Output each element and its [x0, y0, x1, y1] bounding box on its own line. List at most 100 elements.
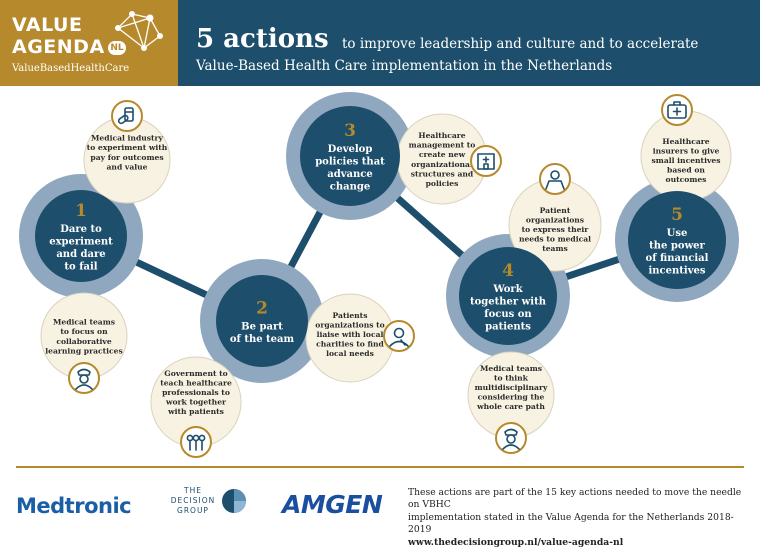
title-rest: to improve leadership and culture and to… — [342, 36, 699, 52]
action-text-line: of the team — [230, 334, 295, 345]
bubble-text-line: local needs — [326, 349, 374, 358]
action-circle — [628, 191, 726, 289]
tdg-line-1: THE — [184, 486, 202, 495]
amgen-logo[interactable]: AMGEN — [282, 490, 383, 519]
action-text-line: patients — [485, 322, 531, 333]
action-text-line: to fail — [64, 262, 97, 273]
action-text-line: advance — [327, 169, 372, 180]
decision-group-mark — [222, 489, 246, 513]
action-circle — [216, 275, 308, 367]
action-number: 3 — [344, 121, 356, 141]
action-text-line: experiment — [49, 237, 113, 248]
action-number: 2 — [256, 299, 268, 319]
bubble-text-line: organizations — [526, 215, 584, 224]
bubble-text-line: considering the — [478, 393, 545, 402]
action-text-line: Work — [492, 284, 523, 295]
bubble-text-line: teams — [542, 244, 568, 253]
bubble-text-line: collaborative — [56, 337, 111, 346]
action-number: 4 — [502, 261, 514, 281]
bubble-text-line: based on — [667, 166, 705, 175]
bubble-text-line: structures and — [411, 169, 474, 178]
bubble-text-line: professionals to — [162, 388, 230, 397]
action-circle — [300, 106, 400, 206]
bubble-text-line: Medical teams — [53, 318, 115, 327]
person-icon — [383, 320, 415, 352]
action-number: 5 — [671, 205, 683, 225]
action-text-line: Use — [667, 228, 688, 239]
action-text-line: the power — [649, 241, 705, 252]
action-text-line: of financial — [646, 253, 709, 264]
bubble-text-line: policies — [426, 179, 459, 188]
bubble-text-line: and value — [107, 162, 148, 171]
action-circle — [459, 247, 557, 345]
network-icon — [115, 11, 163, 51]
action-text-line: together with — [470, 297, 547, 308]
bubble-text-line: organizations to — [315, 320, 384, 329]
action-number: 1 — [75, 201, 87, 221]
bubble-text-line: Medical teams — [480, 364, 542, 373]
bubble-text-line: liaise with local — [317, 330, 384, 339]
action-text-line: Be part — [241, 322, 283, 333]
bubble-text-line: with patients — [167, 407, 224, 416]
hospital-icon — [470, 145, 502, 177]
bubble-text-line: Medical industry — [91, 134, 164, 143]
logo-line-1: VALUE — [12, 14, 83, 36]
footer-note-line-1: These actions are part of the 15 key act… — [408, 487, 742, 511]
logo-subtitle: ValueBasedHealthCare — [12, 63, 130, 74]
patient-icon — [539, 163, 571, 195]
header-banner: VALUE AGENDA NL ValueBasedHealthCare 5 a… — [0, 0, 760, 86]
action-text-line: Develop — [328, 144, 373, 155]
bubble-text-line: teach healthcare — [160, 378, 232, 387]
bubble-text-line: work together — [165, 398, 227, 407]
action-text-line: and dare — [56, 249, 105, 260]
bubble-text-line: Healthcare — [418, 131, 465, 140]
bubble-text-line: outcomes — [666, 175, 707, 184]
tdg-line-3: GROUP — [177, 506, 209, 515]
bubble-text-line: management to — [409, 141, 476, 150]
medtronic-logo[interactable]: Medtronic — [16, 494, 132, 518]
medicine-icon — [111, 100, 143, 132]
bubble-text-line: Patient — [540, 206, 571, 215]
bubble-text-line: Patients — [333, 311, 368, 320]
footer-divider — [16, 466, 744, 468]
value-agenda-logo[interactable]: VALUE AGENDA NL ValueBasedHealthCare — [0, 0, 178, 86]
bubble-text-line: Healthcare — [662, 137, 709, 146]
logo-line-2: AGENDA — [12, 36, 105, 58]
bubble-text-line: organizational — [411, 160, 473, 169]
bubble-text-line: needs to medical — [519, 235, 591, 244]
action-text-line: change — [330, 182, 370, 193]
title-line-2: Value-Based Health Care implementation i… — [196, 58, 613, 74]
tdg-line-2: DECISION — [170, 496, 216, 505]
bubble-text-line: pay for outcomes — [90, 153, 163, 162]
action-text-line: incentives — [648, 266, 705, 277]
bubble-text-line: create new — [419, 150, 466, 159]
title-emphasis: 5 actions — [196, 24, 329, 54]
first-aid-kit-icon — [661, 94, 693, 126]
footer-note-line-2: implementation stated in the Value Agend… — [408, 511, 734, 536]
bubble-text-line: multidisciplinary — [475, 383, 548, 392]
bubble-text-line: to think — [494, 373, 529, 382]
action-text-line: Dare to — [60, 224, 102, 235]
action-text-line: policies that — [315, 157, 385, 168]
bubble-text-line: to experiment with — [87, 143, 168, 152]
bubble-text-line: charities to find — [316, 340, 384, 349]
bubble-text-line: to focus on — [60, 327, 108, 336]
bubble-text-line: learning practices — [45, 346, 123, 355]
logo-nl-badge: NL — [108, 41, 126, 55]
footer-url-link[interactable]: www.thedecisiongroup.nl/value-agenda-nl — [408, 536, 624, 548]
action-circle — [35, 190, 127, 282]
